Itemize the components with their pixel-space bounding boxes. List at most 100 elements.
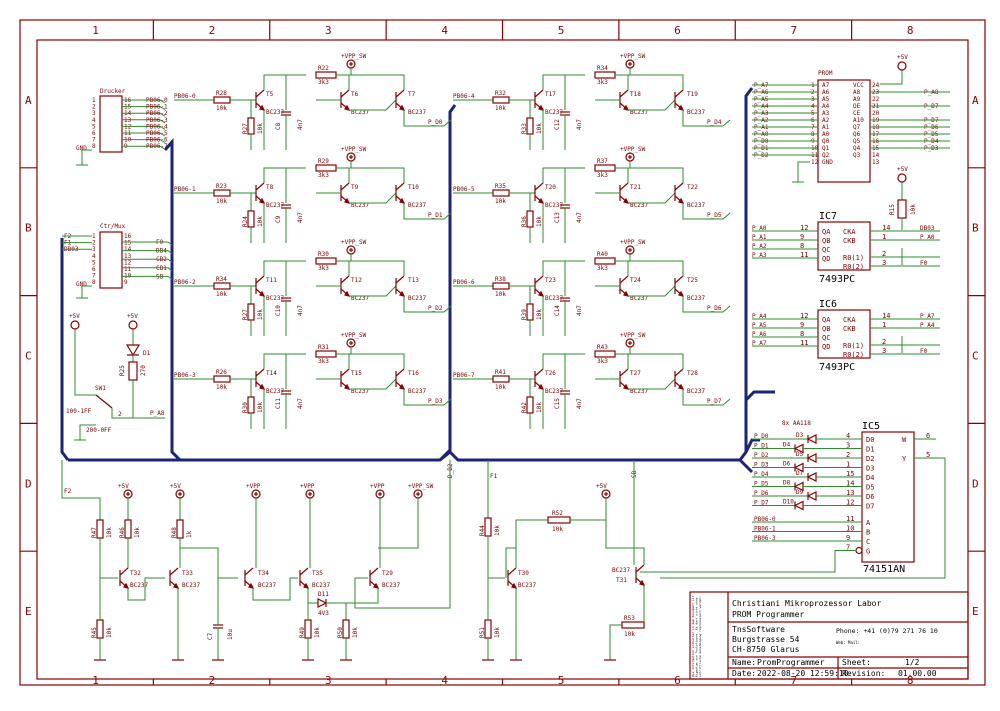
stage-input: PB06-6 — [453, 279, 475, 286]
wire — [542, 167, 585, 183]
stage-input: PB06-3 — [174, 372, 196, 379]
prom-pin-name: A5 — [822, 96, 830, 103]
bottom-transistor-ref: T35 — [312, 570, 323, 577]
supply-label: +5V — [118, 483, 129, 490]
wire — [570, 498, 607, 521]
switch-pos2: 2 — [118, 411, 122, 418]
prom-pin-name: A2 — [822, 117, 830, 124]
resistor-symbol — [213, 375, 231, 383]
wire — [682, 389, 731, 406]
stage-q2-type: BC237 — [630, 388, 648, 395]
mux-pin-number: 9 — [846, 534, 850, 542]
wire — [180, 547, 238, 579]
mux-pin-name: D7 — [866, 503, 874, 511]
bottom-resistor-ref: R47 — [91, 527, 98, 538]
wire — [351, 167, 405, 183]
stage-q1 — [255, 275, 266, 297]
connector-signal: PB06-5 — [146, 130, 168, 137]
stage-r-col: R34 — [597, 65, 608, 72]
tb-street: Burgstrasse 54 — [732, 635, 800, 644]
bottom-transistor — [169, 567, 180, 589]
stage-input: PB06-0 — [174, 93, 196, 100]
prom-pin-number: 20 — [872, 110, 880, 117]
connector-pin-number: 3 — [92, 110, 96, 117]
supply-label: +VPP_SW — [341, 146, 367, 153]
wire — [351, 260, 405, 276]
mux-pin-name: D0 — [866, 436, 874, 444]
stage-r-pd-value: 10k — [536, 216, 543, 227]
wire — [336, 254, 352, 262]
stage-q2-ref: T27 — [630, 370, 641, 377]
bottom-transistor-type: BC237 — [612, 567, 630, 574]
stage-cap-ref: C12 — [554, 119, 561, 130]
stage-r-pd: R36 — [521, 216, 528, 227]
connector-pin-number: 3 — [92, 246, 96, 253]
tb-title1: Christiani Mikroprozessor Labor — [732, 599, 881, 608]
wire — [615, 161, 631, 169]
counter-pin-number: 8 — [800, 242, 804, 250]
tb-sheet-value: 1/2 — [905, 658, 920, 667]
led-resistor: R25 — [119, 365, 126, 376]
prom-pin-name: A8 — [853, 89, 861, 96]
wire — [630, 260, 684, 276]
zone-column-label: 6 — [674, 674, 681, 687]
stage-cap-ref: C10 — [275, 305, 282, 316]
stage-q1 — [534, 275, 545, 297]
stage-cap-ref: C8 — [275, 122, 282, 130]
supply-label: +VPP — [300, 483, 315, 490]
mux-pin-number: 13 — [846, 489, 854, 497]
bottom-transistor-type: BC237 — [312, 582, 330, 589]
supply-label: +VPP_SW — [620, 146, 646, 153]
stage-q3-ref: T19 — [687, 91, 698, 98]
stage-cap-value: 4n7 — [297, 305, 304, 316]
stage-cap-value: 4n7 — [576, 212, 583, 223]
stage-q1-ref: T20 — [545, 184, 556, 191]
stage-q3 — [395, 89, 406, 111]
stage-q3-ref: T16 — [408, 370, 419, 377]
bottom-resistor-value: 10k — [134, 527, 141, 538]
zone-column-label: 5 — [558, 674, 565, 687]
stage-output: P_D2 — [428, 305, 443, 312]
stage-q3 — [674, 182, 685, 204]
stage-q1-ref: T23 — [545, 277, 556, 284]
stage-cap-value: 4n7 — [576, 305, 583, 316]
tb-name-value: PromProgrammer — [757, 658, 825, 667]
stage-q2-ref: T24 — [630, 277, 641, 284]
bottom-resistor-ref: R48 — [171, 527, 178, 538]
counter-pin-name: QA — [822, 228, 831, 236]
stage-q3-type: BC237 — [687, 295, 705, 302]
zone-column-label: 4 — [441, 24, 448, 37]
stage-q2 — [619, 182, 630, 204]
mux-input-signal: P_D5 — [754, 481, 769, 488]
counter-pin-number: 3 — [882, 259, 886, 267]
mux-input-signal: P_D6 — [754, 490, 769, 497]
connector-signal: PB06-6 — [146, 137, 168, 144]
wire — [542, 353, 585, 369]
stage-input: PB06-4 — [453, 93, 475, 100]
bottom-transistor-type: BC237 — [382, 582, 400, 589]
mux-select-signal: PB06-1 — [754, 526, 776, 533]
connector-pin-number: 13 — [124, 253, 132, 260]
counter-pin-name: CKA — [843, 228, 856, 236]
stage-q1 — [534, 182, 545, 204]
bottom-resistor-value: 10k — [624, 631, 635, 638]
tb-title2: PROM Programmer — [732, 610, 804, 619]
prom-pin-name: A4 — [822, 103, 830, 110]
zone-column-label: 8 — [907, 674, 914, 687]
stage-q2-ref: T12 — [351, 277, 362, 284]
prom-pin-name: A9 — [853, 96, 861, 103]
mux-select-signal: PB06-0 — [754, 516, 776, 523]
mux-diode-ref: D5 — [796, 451, 804, 458]
stage-cap-value: 4n7 — [297, 212, 304, 223]
bottom-resistor-ref: R53 — [624, 615, 635, 622]
supply-label: +VPP_SW — [408, 483, 434, 490]
connector-pin-number: 5 — [92, 123, 96, 130]
stage-q3-type: BC237 — [687, 202, 705, 209]
mux-pin-number: 6 — [926, 432, 930, 440]
zone-column-label: 2 — [209, 24, 216, 37]
mux-input-signal: P_D1 — [754, 443, 769, 450]
